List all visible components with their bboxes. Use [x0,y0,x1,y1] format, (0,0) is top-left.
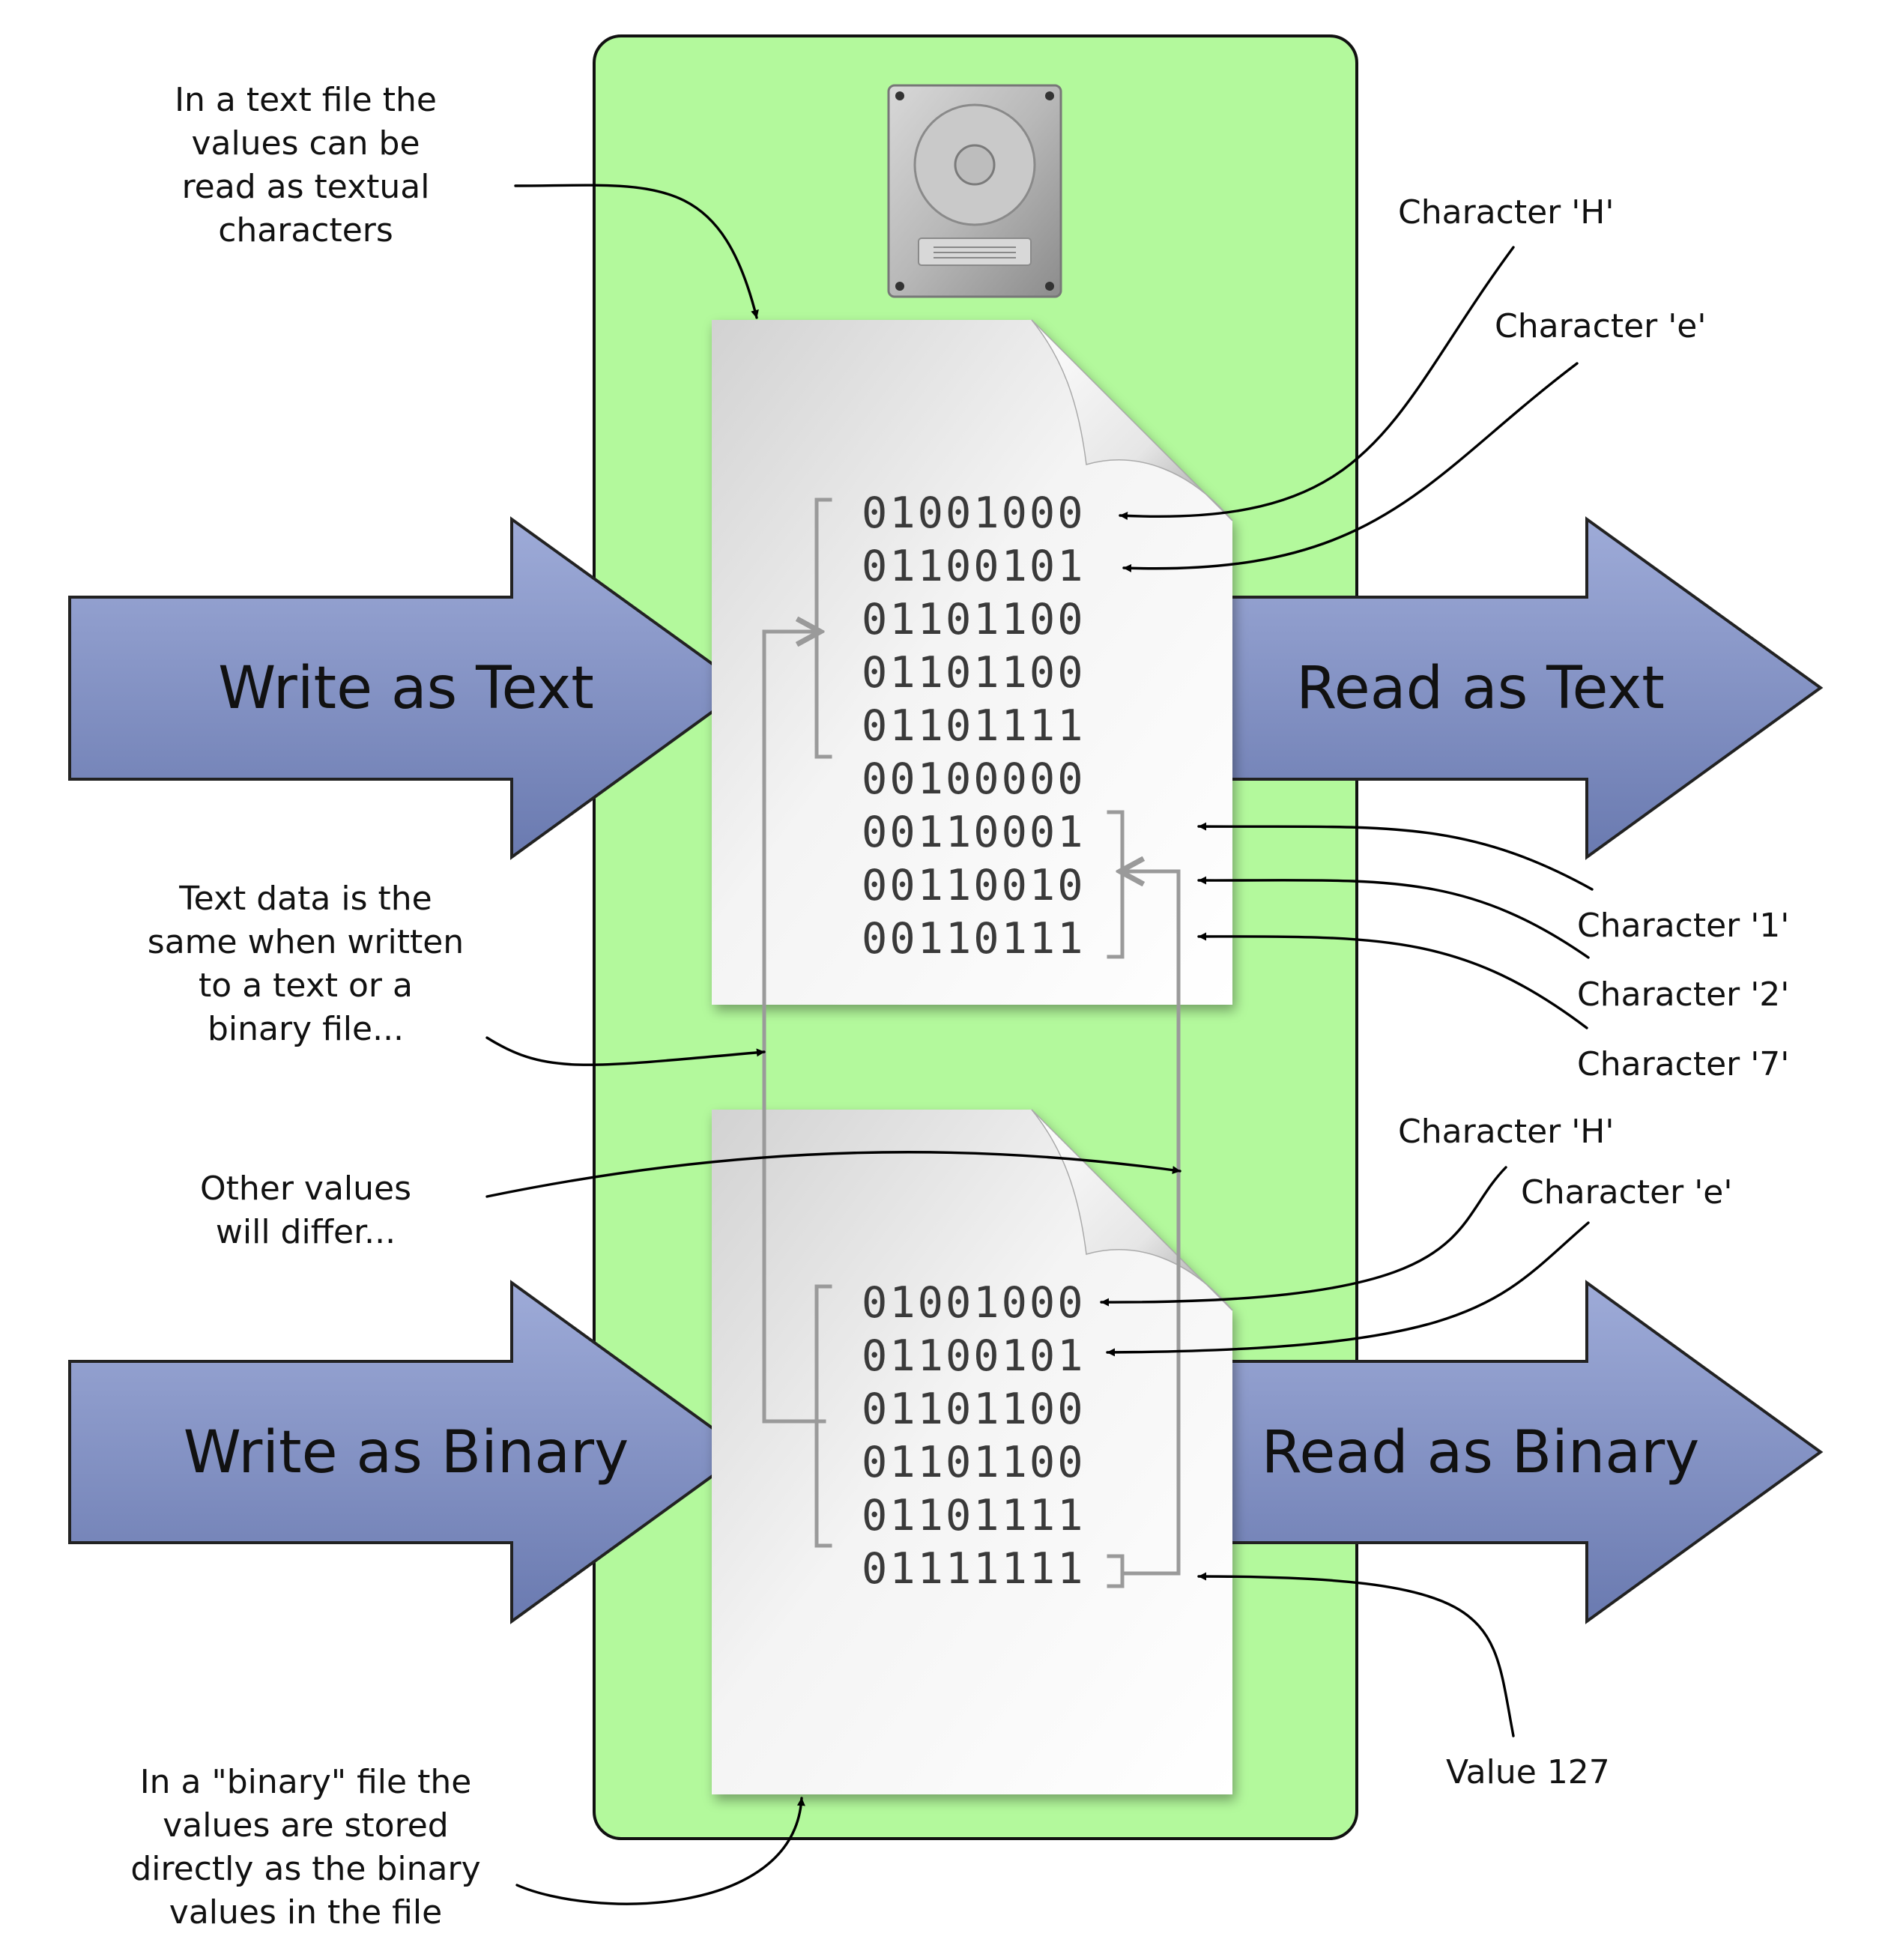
read-as-binary-arrow: Read as Binary [1197,1280,1824,1624]
binary-file-bytes: 01001000 01100101 01101100 01101100 0110… [862,1278,1086,1594]
read-as-text-arrow: Read as Text [1197,516,1824,860]
binary-file-labels: Character 'H' Character 'e' Value 127 [1398,1113,1732,1791]
binary-byte: 01111111 [862,1544,1086,1594]
text-byte: 01101100 [862,595,1086,644]
write-as-text-arrow: Write as Text [68,516,748,860]
label-character-1: Character '1' [1577,907,1789,945]
label-character-h: Character 'H' [1398,193,1615,232]
read-as-binary-label: Read as Binary [1262,1419,1700,1486]
binary-byte: 01101100 [862,1438,1086,1487]
label-value-127: Value 127 [1446,1753,1610,1791]
comparison-connectors [762,632,1181,1576]
hard-drive-icon [887,84,1062,298]
svg-text:In a "binary" file the: In a "binary" file the [140,1763,472,1801]
svg-text:Other values: Other values [200,1170,411,1208]
text-file-page-curl [1031,319,1233,521]
write-as-binary-label: Write as Binary [184,1419,629,1486]
svg-text:values are stored: values are stored [163,1806,448,1845]
write-as-text-label: Write as Text [218,655,594,722]
binary-file-note: In a "binary" file the values are stored… [130,1763,480,1932]
read-as-text-label: Read as Text [1296,655,1665,722]
text-byte: 00100000 [862,754,1086,804]
binary-byte: 01001000 [862,1278,1086,1328]
binary-byte: 01101111 [862,1491,1086,1540]
text-byte: 01101111 [862,701,1086,751]
label-character-h: Character 'H' [1398,1113,1615,1151]
svg-text:directly as the binary: directly as the binary [130,1850,480,1888]
text-byte: 01001000 [862,489,1086,538]
label-character-7: Character '7' [1577,1045,1789,1083]
binary-byte: 01101100 [862,1385,1086,1434]
text-byte: 01100101 [862,542,1086,591]
svg-text:characters: characters [218,211,393,249]
write-as-binary-arrow: Write as Binary [68,1280,748,1624]
svg-text:to a text or a: to a text or a [199,967,413,1005]
text-byte: 00110111 [862,914,1086,964]
binary-byte: 01100101 [862,1331,1086,1381]
text-byte: 01101100 [862,648,1086,698]
text-file-note: In a text file the values can be read as… [175,81,437,249]
svg-text:same when written: same when written [148,923,464,961]
label-character-e: Character 'e' [1495,307,1706,345]
svg-text:read as textual: read as textual [182,168,430,206]
binary-file-icon [712,1110,1232,1794]
text-file-icon [712,320,1232,1005]
label-character-2: Character '2' [1577,976,1789,1014]
annotation-pointers [485,184,1594,1905]
text-file-bytes: 01001000 01100101 01101100 01101100 0110… [862,489,1086,964]
svg-text:In a text file the: In a text file the [175,81,437,119]
svg-text:Text data is the: Text data is the [178,880,432,918]
text-file-labels: Character 'H' Character 'e' Character '1… [1398,193,1789,1083]
differ-note: Other values will differ... [200,1170,411,1251]
text-byte: 00110010 [862,861,1086,910]
svg-text:will differ...: will differ... [216,1213,396,1251]
label-character-e: Character 'e' [1521,1173,1732,1212]
svg-text:binary file...: binary file... [208,1010,404,1048]
text-byte: 00110001 [862,808,1086,857]
svg-text:values can be: values can be [191,124,420,163]
same-data-note: Text data is the same when written to a … [148,880,464,1048]
svg-text:values in the file: values in the file [169,1893,442,1932]
